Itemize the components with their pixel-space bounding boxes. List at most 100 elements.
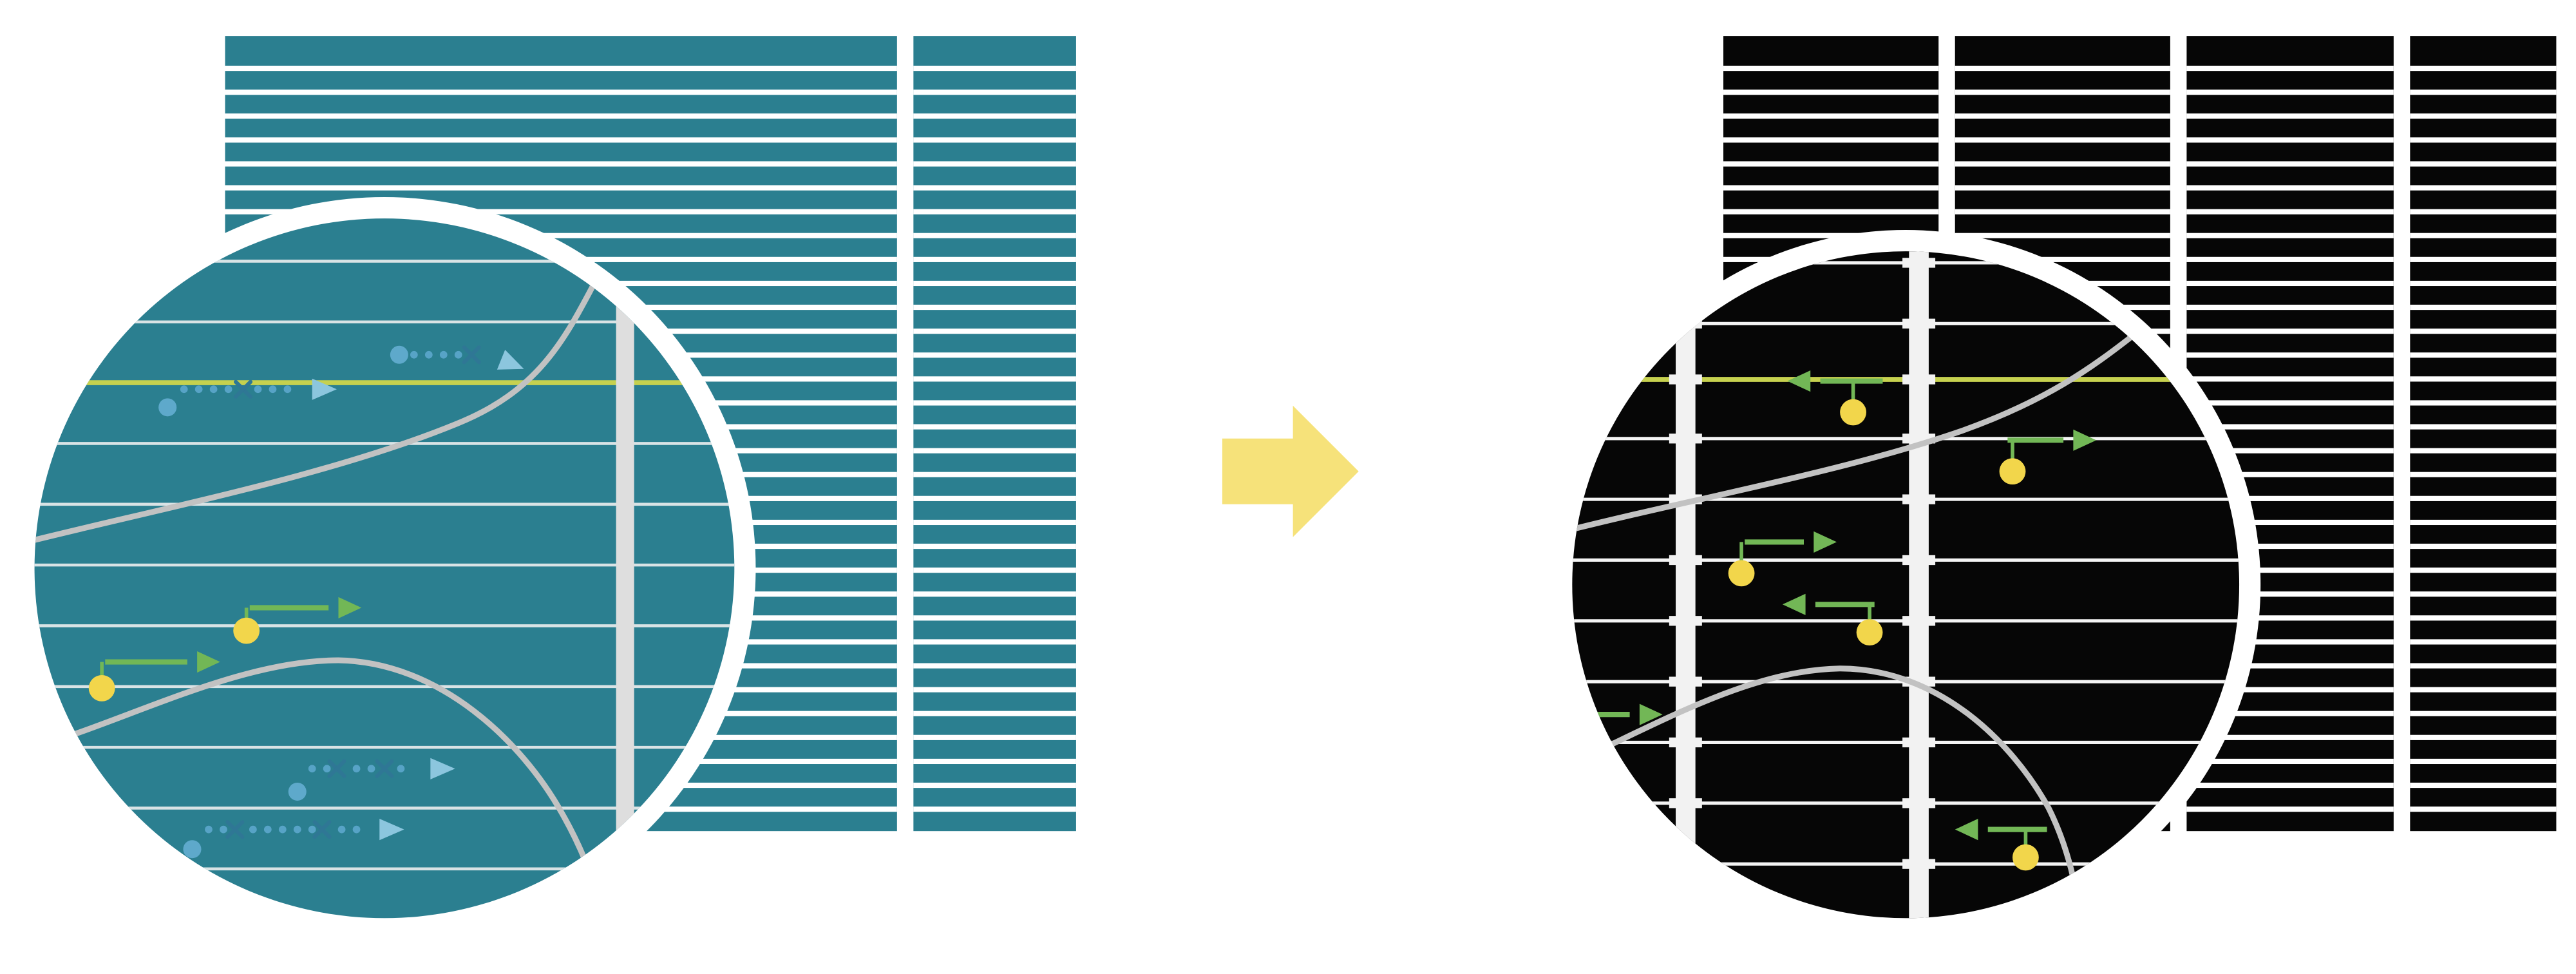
right-finger-stripe (2410, 233, 2557, 238)
right-finger-stripe (2410, 65, 2557, 72)
left-finger-stripe (913, 424, 1076, 430)
right-finger-stripe (1955, 233, 2170, 238)
electron-dot (288, 782, 307, 801)
left-finger-stripe (225, 65, 897, 72)
right-finger-stripe (2186, 591, 2394, 597)
electron-trail-dot (410, 350, 418, 359)
electron-arrowhead-icon (430, 758, 455, 779)
electron-trail-dot (249, 825, 257, 834)
transition-arrow (1222, 405, 1359, 537)
right-finger-stripe (2186, 233, 2394, 238)
right-finger-stripe (1723, 209, 1939, 215)
electron-arrowhead-icon (379, 819, 404, 841)
right-finger-stripe (2186, 807, 2394, 812)
electron-trail-dot (352, 825, 361, 834)
right-finger-stripe (1955, 113, 2170, 119)
right-finger-stripe (2186, 519, 2394, 526)
right-finger-stripe (2410, 90, 2557, 95)
electron-trail-dot (439, 350, 448, 359)
electron-trail-dot (283, 385, 292, 394)
right-finger-stripe (2410, 734, 2557, 740)
right-finger-stripe (2186, 734, 2394, 740)
right-finger-stripe (1955, 137, 2170, 143)
left-finger-stripe (225, 161, 897, 167)
right-finger-stripe (2186, 185, 2394, 191)
right-finger-stripe (2186, 329, 2394, 334)
right-finger-stripe (2186, 113, 2394, 119)
left-finger-stripe (913, 495, 1076, 501)
right-finger-stripe (2410, 568, 2557, 573)
right-finger-stripe (1955, 161, 2170, 167)
right-finger-stripe (2410, 400, 2557, 406)
right-finger-stripe (1955, 256, 2170, 262)
right-finger-stripe (2410, 424, 2557, 430)
right-finger-stripe (2186, 758, 2394, 765)
right-finger-stripe (2186, 663, 2394, 669)
left-finger-stripe (913, 352, 1076, 358)
right-finger-stripe (2186, 472, 2394, 477)
busbar (1909, 251, 1929, 919)
right-finger-stripe (2410, 185, 2557, 191)
right-finger-stripe (2186, 687, 2394, 692)
electron-trail-dot (323, 765, 331, 773)
right-finger-stripe (2186, 161, 2394, 167)
right-cell-panel (2410, 36, 2557, 832)
left-finger-stripe (913, 711, 1076, 716)
right-finger-stripe (2410, 711, 2557, 716)
electron-trail-dot (254, 385, 262, 394)
left-finger-stripe (225, 137, 897, 143)
left-finger-stripe (913, 448, 1076, 454)
scatter-cross-icon (234, 379, 253, 399)
left-finger-stripe (913, 519, 1076, 526)
left-finger-stripe (913, 233, 1076, 238)
right-finger-stripe (2410, 758, 2557, 765)
right-finger-stripe (2186, 65, 2394, 72)
zoom-disc-right (1572, 251, 2240, 919)
right-finger-stripe (1723, 161, 1939, 167)
right-finger-stripe (2186, 304, 2394, 310)
left-finger-stripe (913, 90, 1076, 95)
electron-trail-dot (263, 825, 272, 834)
left-finger-stripe (913, 615, 1076, 621)
right-finger-stripe (2186, 256, 2394, 262)
busbar (1676, 251, 1696, 919)
right-finger-stripe (1955, 65, 2170, 72)
left-finger-stripe (913, 256, 1076, 262)
right-finger-stripe (1723, 113, 1939, 119)
left-finger-stripe (913, 687, 1076, 692)
left-finger-stripe (913, 209, 1076, 215)
carrier-dot (1999, 458, 2026, 485)
zoom-content-left (34, 218, 735, 919)
right-finger-stripe (2410, 472, 2557, 477)
left-finger-stripe (225, 233, 897, 238)
right-finger-stripe (1723, 65, 1939, 72)
right-finger-stripe (2186, 209, 2394, 215)
scatter-cross-icon (327, 759, 346, 778)
carrier-arrowhead-icon (1814, 531, 1837, 553)
electron-trail-dot (269, 385, 277, 394)
right-finger-stripe (2410, 519, 2557, 526)
right-finger-stripe (1723, 185, 1939, 191)
right-finger-stripe (2186, 90, 2394, 95)
right-finger-stripe (1723, 137, 1939, 143)
carrier-arrowhead-icon (338, 597, 362, 618)
busbar (616, 218, 634, 919)
right-finger-stripe (2410, 782, 2557, 788)
left-finger-stripe (913, 400, 1076, 406)
carrier-arrowhead-icon (197, 651, 220, 673)
electron-trail-dot (454, 350, 462, 359)
electron-trail-dot (308, 825, 316, 834)
right-finger-stripe (2186, 280, 2394, 287)
left-finger-stripe (913, 137, 1076, 143)
right-finger-stripe (2410, 543, 2557, 549)
right-finger-stripe (2186, 400, 2394, 406)
carrier-arrowhead-icon (1639, 703, 1663, 725)
electron-arrowhead-icon (497, 350, 524, 370)
left-finger-stripe (913, 65, 1076, 72)
left-finger-stripe (225, 113, 897, 119)
carrier-dot (1840, 399, 1866, 426)
right-finger-stripe (2186, 543, 2394, 549)
right-finger-stripe (2410, 687, 2557, 692)
electron-trail-dot (352, 765, 361, 773)
